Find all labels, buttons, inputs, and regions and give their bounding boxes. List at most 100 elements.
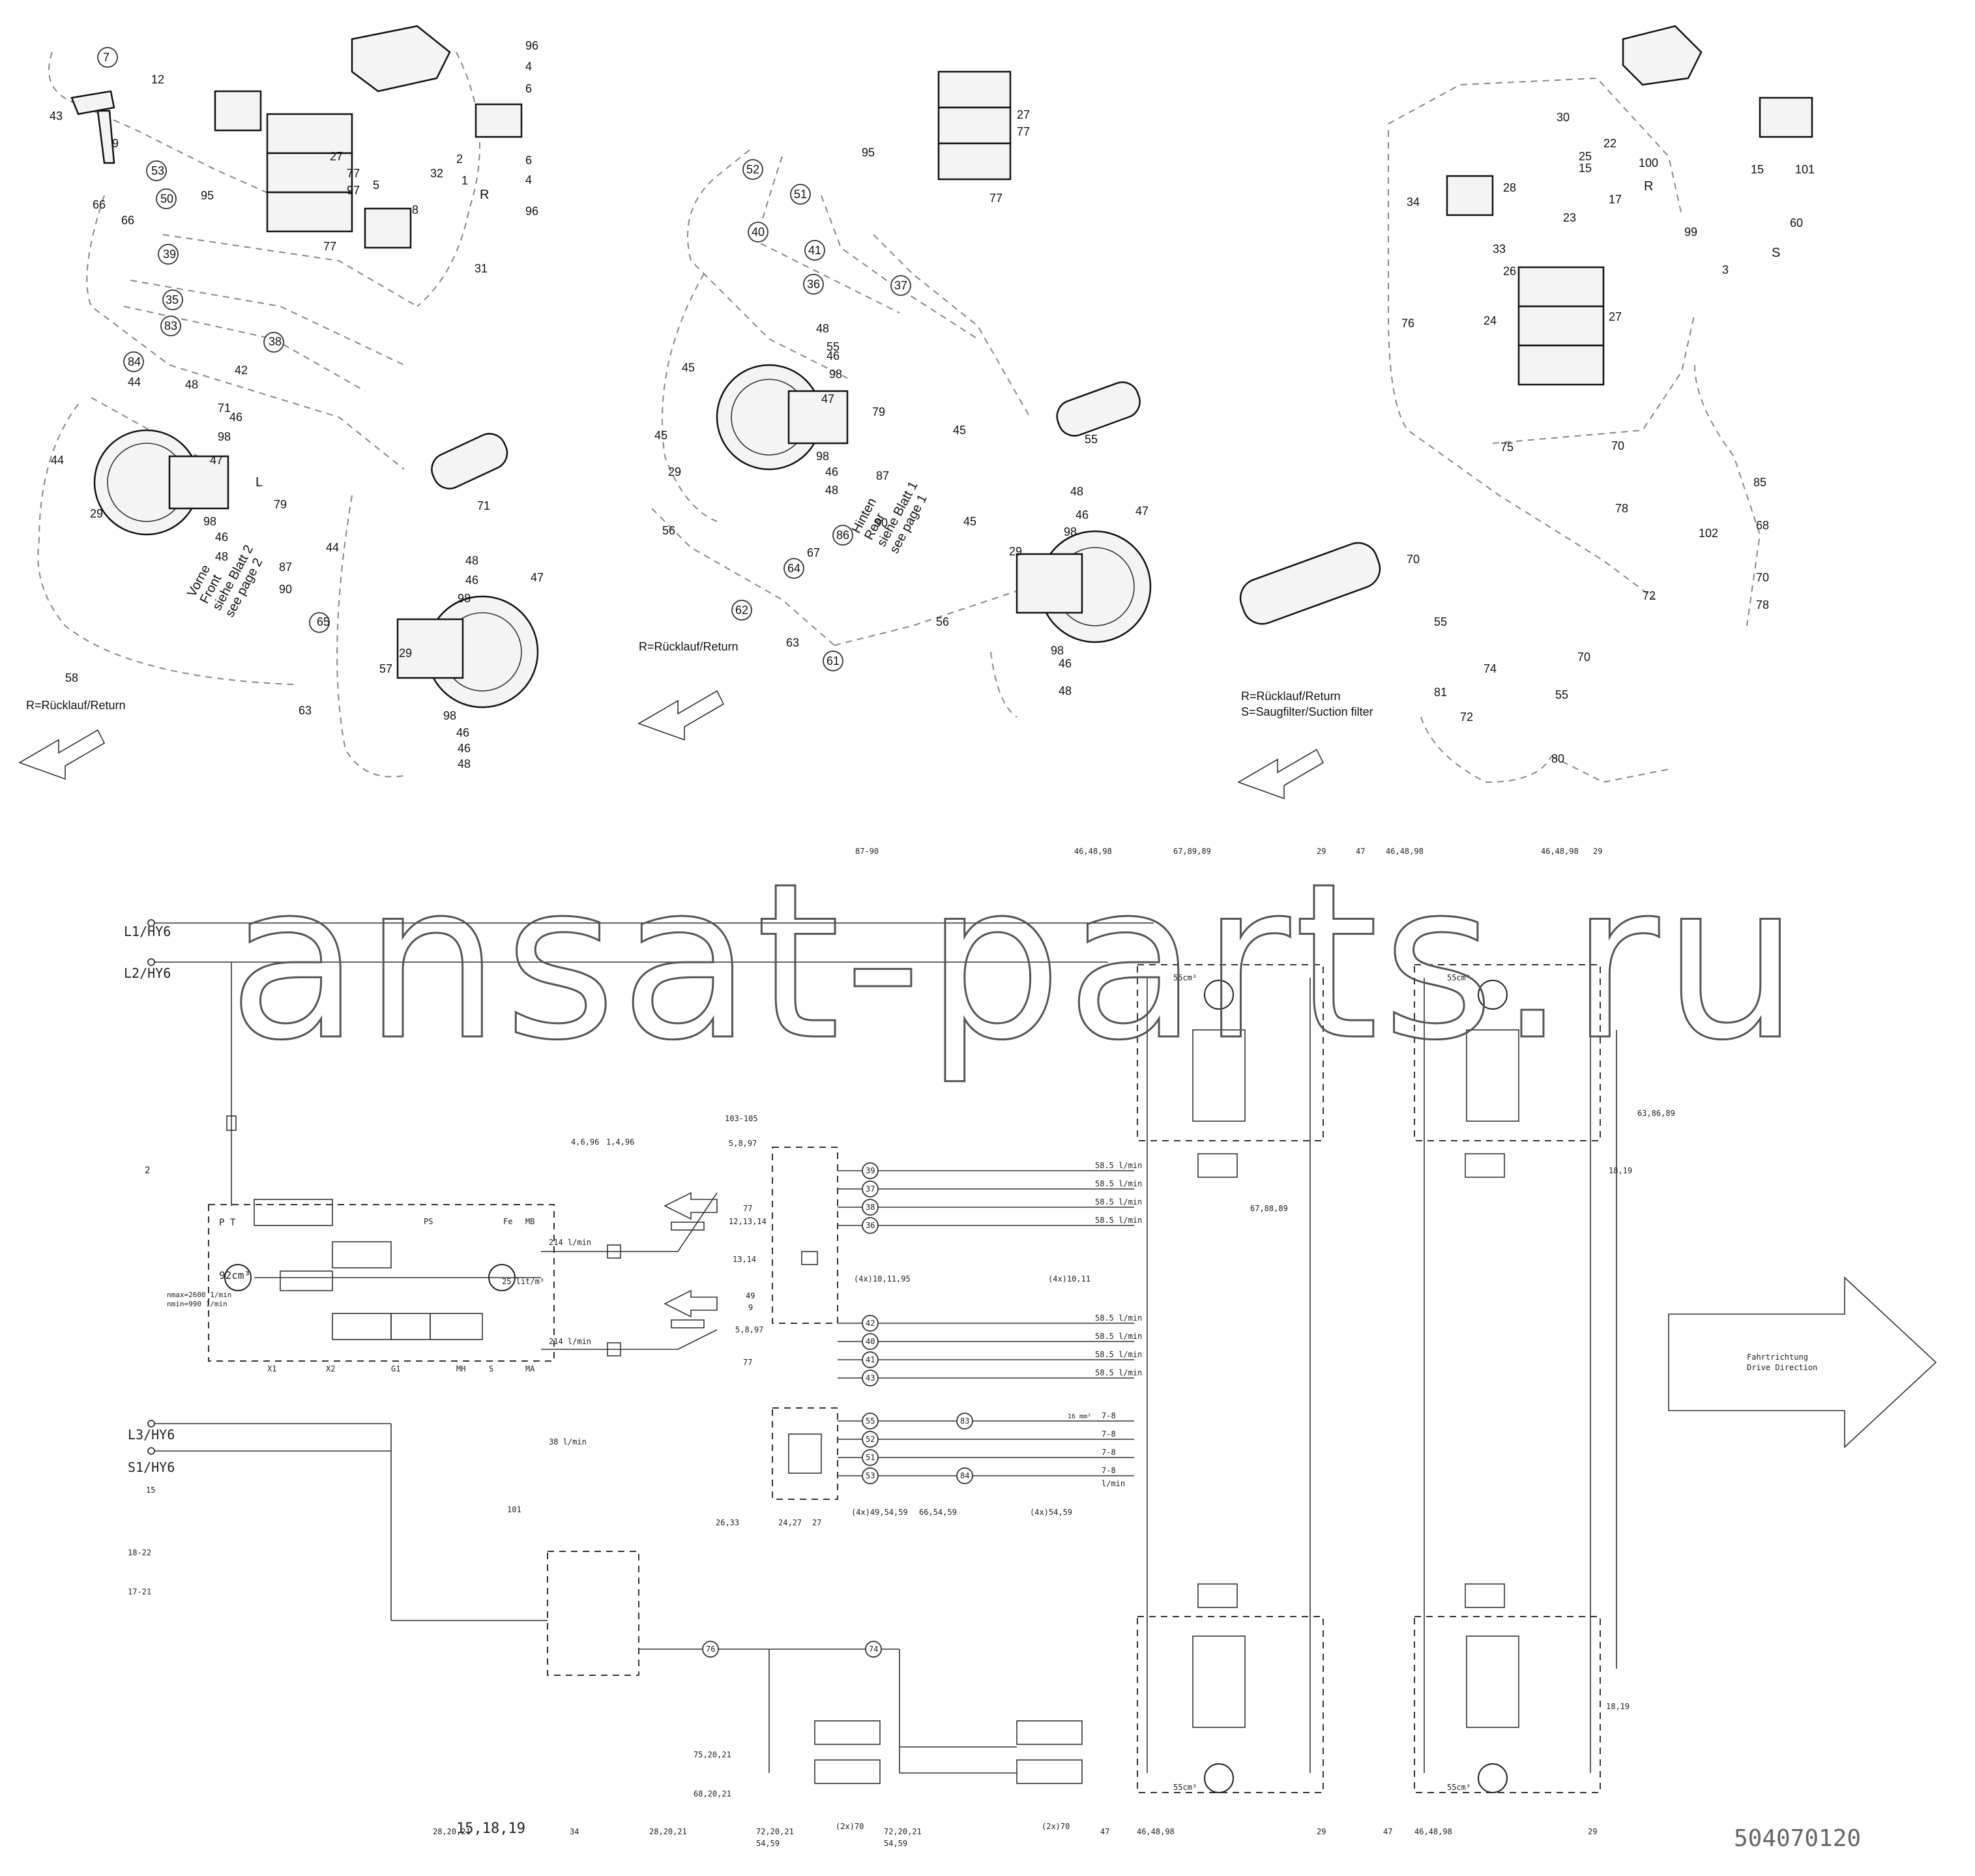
rear-note: Hinten Rear siehe Blatt 1 see page 1 <box>849 479 930 556</box>
item-number: 44 <box>326 541 339 554</box>
item-number: 4 <box>525 173 532 186</box>
item-number: 102 <box>1699 527 1718 540</box>
svg-text:66,54,59: 66,54,59 <box>919 1508 957 1517</box>
item-number: 95 <box>862 146 875 159</box>
svg-text:101: 101 <box>507 1505 521 1514</box>
svg-text:15: 15 <box>146 1486 155 1495</box>
svg-text:PS: PS <box>424 1217 433 1226</box>
item-number: 46 <box>827 349 840 362</box>
item-number: 47 <box>821 392 834 405</box>
svg-text:63,86,89: 63,86,89 <box>1637 1109 1675 1118</box>
svg-text:75,20,21: 75,20,21 <box>694 1750 731 1759</box>
svg-text:46,48,98: 46,48,98 <box>1137 1827 1175 1836</box>
item-number: 55 <box>827 340 840 353</box>
item-number: R <box>1644 179 1653 194</box>
item-number: 47 <box>531 571 544 584</box>
item-number: 96 <box>525 205 538 218</box>
svg-text:7-8: 7-8 <box>1102 1448 1116 1457</box>
item-number: 48 <box>1059 684 1072 697</box>
item-number: 55 <box>1555 688 1568 701</box>
svg-text:29: 29 <box>1588 1827 1597 1836</box>
flow-b: 214 l/min <box>549 1238 591 1247</box>
svg-text:9: 9 <box>748 1303 753 1312</box>
item-number: 64 <box>787 562 800 575</box>
return-note: R=Rücklauf/Return <box>1241 690 1341 703</box>
svg-text:S: S <box>489 1364 493 1373</box>
item-number: 45 <box>953 424 966 437</box>
svg-text:MA: MA <box>525 1364 535 1373</box>
svg-text:46,48,98: 46,48,98 <box>1541 847 1579 856</box>
item-number: 38 <box>269 335 282 348</box>
input-l2: L2/HY6 <box>124 965 171 981</box>
item-number: 45 <box>682 361 695 374</box>
item-number: 29 <box>1009 545 1022 558</box>
item-number: 58 <box>65 671 78 684</box>
item-number: 44 <box>51 454 64 467</box>
svg-text:17-21: 17-21 <box>128 1587 151 1596</box>
svg-text:41: 41 <box>866 1355 875 1364</box>
svg-text:67,88,89: 67,88,89 <box>1250 1204 1288 1213</box>
item-number: 71 <box>218 402 231 415</box>
item-number: 55 <box>1085 433 1098 446</box>
item-number: 90 <box>875 516 888 529</box>
item-number: 84 <box>128 355 141 368</box>
svg-text:(4x)49,54,59: (4x)49,54,59 <box>851 1508 908 1517</box>
item-number: 71 <box>477 499 490 512</box>
svg-text:67,89,89: 67,89,89 <box>1173 847 1211 856</box>
svg-text:MB: MB <box>525 1217 534 1226</box>
item-number: 27 <box>1017 108 1030 121</box>
item-number: 47 <box>1135 505 1148 518</box>
return-note: R=Rücklauf/Return <box>639 640 739 653</box>
item-number: 6 <box>525 82 532 95</box>
drawing-number: 504070120 <box>1734 1825 1861 1852</box>
item-number: 70 <box>1611 439 1624 452</box>
item-number: 30 <box>1557 111 1570 124</box>
item-number: 97 <box>347 184 360 197</box>
svg-text:46,48,98: 46,48,98 <box>1074 847 1112 856</box>
svg-text:5,8,97: 5,8,97 <box>735 1325 763 1334</box>
item-number: 70 <box>1407 553 1420 566</box>
svg-text:(4x)10,11: (4x)10,11 <box>1048 1274 1090 1283</box>
item-number: 70 <box>1756 571 1769 584</box>
svg-text:55cm³: 55cm³ <box>1447 973 1470 982</box>
hydraulic-schematic: L1/HY6 L2/HY6 L3/HY6 S1/HY6 P T 92cm³ nm… <box>124 847 1937 1852</box>
item-number: 45 <box>654 429 667 442</box>
svg-text:13,14: 13,14 <box>733 1255 756 1264</box>
item-number: 46 <box>465 574 478 587</box>
item-number: 87 <box>876 469 889 482</box>
svg-text:X2: X2 <box>326 1364 335 1373</box>
item-number: 98 <box>218 430 231 443</box>
item-number: 1 <box>461 174 468 187</box>
svg-text:28,20,21: 28,20,21 <box>433 1827 471 1836</box>
middle-panel-labels: 52 51 40 41 36 37 95 27 77 77 45 45 45 4… <box>639 108 1148 697</box>
svg-text:58.5 l/min: 58.5 l/min <box>1095 1197 1142 1207</box>
svg-text:27: 27 <box>812 1518 821 1527</box>
watermark: ansat-parts.ru <box>228 837 1803 1087</box>
suction-flow: 38 l/min <box>549 1437 587 1446</box>
item-number: 87 <box>279 561 292 574</box>
item-number: 39 <box>163 248 176 261</box>
svg-text:l/min: l/min <box>1102 1479 1125 1488</box>
item-number: 77 <box>323 240 336 253</box>
item-number: 66 <box>93 198 106 211</box>
svg-text:47: 47 <box>1356 847 1365 856</box>
svg-text:(2x)70: (2x)70 <box>836 1822 864 1831</box>
svg-text:5,8,97: 5,8,97 <box>729 1139 757 1148</box>
item-number: 101 <box>1795 163 1815 176</box>
item-number: 70 <box>1577 651 1590 664</box>
left-exploded-panel <box>18 25 539 780</box>
charge-flow: 25 lit/m³ <box>502 1277 544 1286</box>
svg-text:55: 55 <box>866 1416 875 1426</box>
item-number: 98 <box>816 450 829 463</box>
suction-note: S=Saugfilter/Suction filter <box>1241 705 1373 718</box>
item-number: 41 <box>808 244 821 257</box>
item-number: 98 <box>1064 525 1077 538</box>
item-number: 31 <box>475 262 488 275</box>
svg-text:28,20,21: 28,20,21 <box>649 1827 687 1836</box>
svg-text:77: 77 <box>743 1358 752 1367</box>
svg-text:72,20,21: 72,20,21 <box>884 1827 922 1836</box>
pump-displacement: 92cm³ <box>219 1269 250 1282</box>
svg-text:(4x)54,59: (4x)54,59 <box>1030 1508 1072 1517</box>
svg-text:15,18,19: 15,18,19 <box>456 1821 525 1837</box>
item-number: 98 <box>829 368 842 381</box>
